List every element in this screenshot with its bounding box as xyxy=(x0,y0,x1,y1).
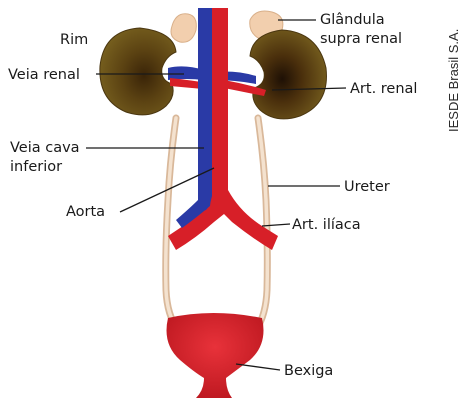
label-glandula-line2: supra renal xyxy=(320,31,402,47)
bladder xyxy=(167,313,264,398)
left-adrenal-gland xyxy=(171,14,196,43)
left-ureter-core xyxy=(166,118,178,330)
label-veia-cava-line2: inferior xyxy=(10,159,62,175)
label-ureter: Ureter xyxy=(344,179,390,195)
left-kidney xyxy=(100,28,176,115)
label-veia-renal: Veia renal xyxy=(8,67,80,83)
label-aorta: Aorta xyxy=(66,204,105,220)
leader-bexiga xyxy=(236,364,280,370)
label-bexiga: Bexiga xyxy=(284,363,333,379)
image-credit: IESDE Brasil S.A. xyxy=(446,29,461,132)
label-art-iliaca: Art. ilíaca xyxy=(292,217,361,233)
inferior-vena-cava xyxy=(198,8,212,212)
label-rim: Rim xyxy=(60,32,88,48)
label-art-renal: Art. renal xyxy=(350,81,417,97)
label-glandula-line1: Glândula xyxy=(320,12,385,28)
label-veia-cava-line1: Veia cava xyxy=(10,140,80,156)
right-kidney xyxy=(250,30,326,119)
